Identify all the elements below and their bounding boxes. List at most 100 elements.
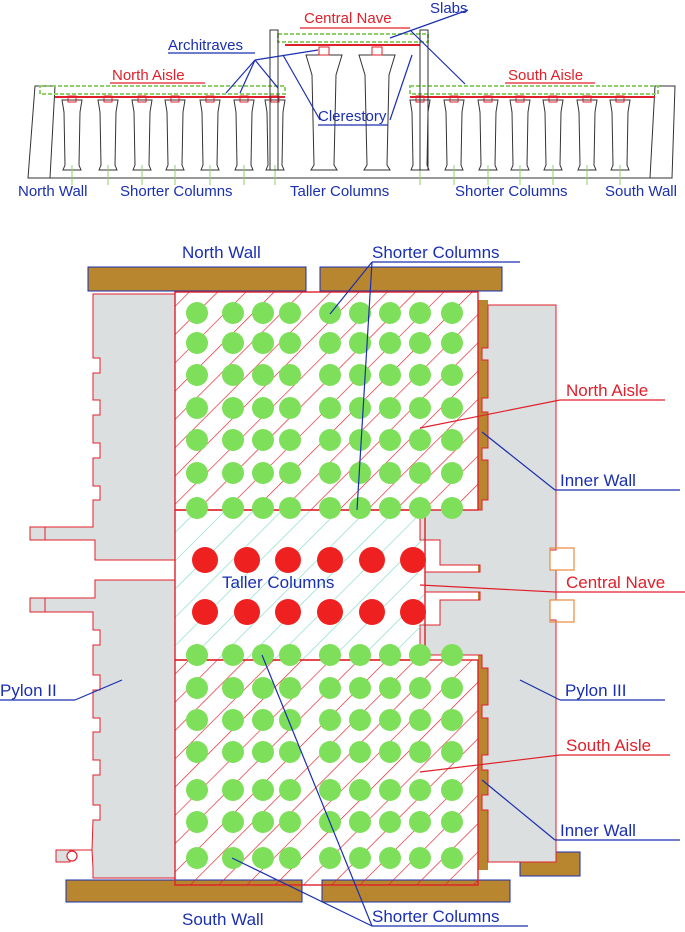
short-column xyxy=(441,811,463,833)
short-column xyxy=(222,462,244,484)
short-column xyxy=(279,302,301,324)
label-south-aisle-section: South Aisle xyxy=(508,67,583,84)
north-wall-block-west xyxy=(87,266,307,292)
short-column xyxy=(222,709,244,731)
short-column xyxy=(279,497,301,519)
short-column xyxy=(222,779,244,801)
tall-column xyxy=(192,547,218,573)
short-column xyxy=(319,462,341,484)
label-south-wall: South Wall xyxy=(182,910,264,929)
short-column xyxy=(222,677,244,699)
short-column xyxy=(186,709,208,731)
short-column xyxy=(222,302,244,324)
short-column xyxy=(379,677,401,699)
short-column xyxy=(186,364,208,386)
column-abacus xyxy=(103,95,113,103)
section-view: Central Nave Slabs Architraves North Ais… xyxy=(18,0,677,200)
short-column xyxy=(222,644,244,666)
short-column xyxy=(252,497,274,519)
north-wall-block-east xyxy=(319,266,503,292)
pylon-iii-door-jamb-north xyxy=(549,547,575,571)
short-column xyxy=(319,644,341,666)
short-column xyxy=(441,741,463,763)
short-column xyxy=(349,709,371,731)
shorter-column-section xyxy=(443,99,465,171)
short-column xyxy=(252,741,274,763)
short-column xyxy=(319,397,341,419)
short-column xyxy=(252,429,274,451)
short-column xyxy=(252,462,274,484)
shorter-column-section xyxy=(131,99,153,171)
short-column xyxy=(409,462,431,484)
short-column xyxy=(379,497,401,519)
short-column xyxy=(349,397,371,419)
short-column xyxy=(319,677,341,699)
short-column xyxy=(349,497,371,519)
short-column xyxy=(409,302,431,324)
south-aisle-slab xyxy=(409,85,659,95)
plan-labels: North Wall Shorter Columns North Aisle I… xyxy=(0,243,665,929)
short-column xyxy=(441,677,463,699)
pylon-ii xyxy=(29,293,176,879)
north-wall-blocks xyxy=(87,266,503,292)
label-south-wall-section: South Wall xyxy=(605,183,677,200)
short-column xyxy=(409,677,431,699)
short-column xyxy=(409,741,431,763)
label-north-aisle-section: North Aisle xyxy=(112,67,185,84)
short-column xyxy=(186,677,208,699)
short-column xyxy=(349,364,371,386)
short-column xyxy=(279,397,301,419)
short-column xyxy=(349,847,371,869)
short-column xyxy=(186,302,208,324)
short-column xyxy=(279,429,301,451)
shorter-column-section xyxy=(233,99,255,171)
tall-column-abacus xyxy=(318,46,330,56)
short-column xyxy=(186,779,208,801)
plan-leaders xyxy=(0,261,685,927)
short-column xyxy=(409,364,431,386)
short-column xyxy=(222,397,244,419)
column-abacus xyxy=(137,95,147,103)
label-south-aisle: South Aisle xyxy=(566,736,651,755)
short-column xyxy=(186,397,208,419)
column-abacus xyxy=(205,95,215,103)
column-abacus xyxy=(483,95,493,103)
short-column xyxy=(409,397,431,419)
label-inner-wall-top: Inner Wall xyxy=(560,471,636,490)
short-column xyxy=(379,397,401,419)
short-column xyxy=(252,677,274,699)
short-column xyxy=(252,847,274,869)
label-north-wall-section: North Wall xyxy=(18,183,87,200)
short-column xyxy=(186,847,208,869)
tall-column xyxy=(317,599,343,625)
short-column xyxy=(252,644,274,666)
tall-column xyxy=(359,547,385,573)
short-column xyxy=(379,364,401,386)
short-column xyxy=(441,332,463,354)
label-inner-wall-bottom: Inner Wall xyxy=(560,821,636,840)
shorter-column-section xyxy=(164,99,186,171)
short-column xyxy=(379,847,401,869)
short-column xyxy=(319,779,341,801)
column-abacus xyxy=(449,95,459,103)
short-column xyxy=(252,397,274,419)
short-column xyxy=(379,302,401,324)
short-column xyxy=(186,429,208,451)
label-north-wall: North Wall xyxy=(182,243,261,262)
short-column xyxy=(441,497,463,519)
short-column xyxy=(409,429,431,451)
short-column xyxy=(252,332,274,354)
pylon-ii-marker xyxy=(66,850,78,862)
short-column xyxy=(186,497,208,519)
short-column xyxy=(319,709,341,731)
short-column xyxy=(222,332,244,354)
label-architraves: Architraves xyxy=(168,37,243,54)
taller-column-section xyxy=(305,54,343,171)
short-column xyxy=(222,741,244,763)
label-central-nave: Central Nave xyxy=(304,10,392,27)
shorter-column-section xyxy=(264,99,286,171)
short-column xyxy=(409,497,431,519)
tall-column xyxy=(400,547,426,573)
short-column xyxy=(441,302,463,324)
short-column xyxy=(279,332,301,354)
